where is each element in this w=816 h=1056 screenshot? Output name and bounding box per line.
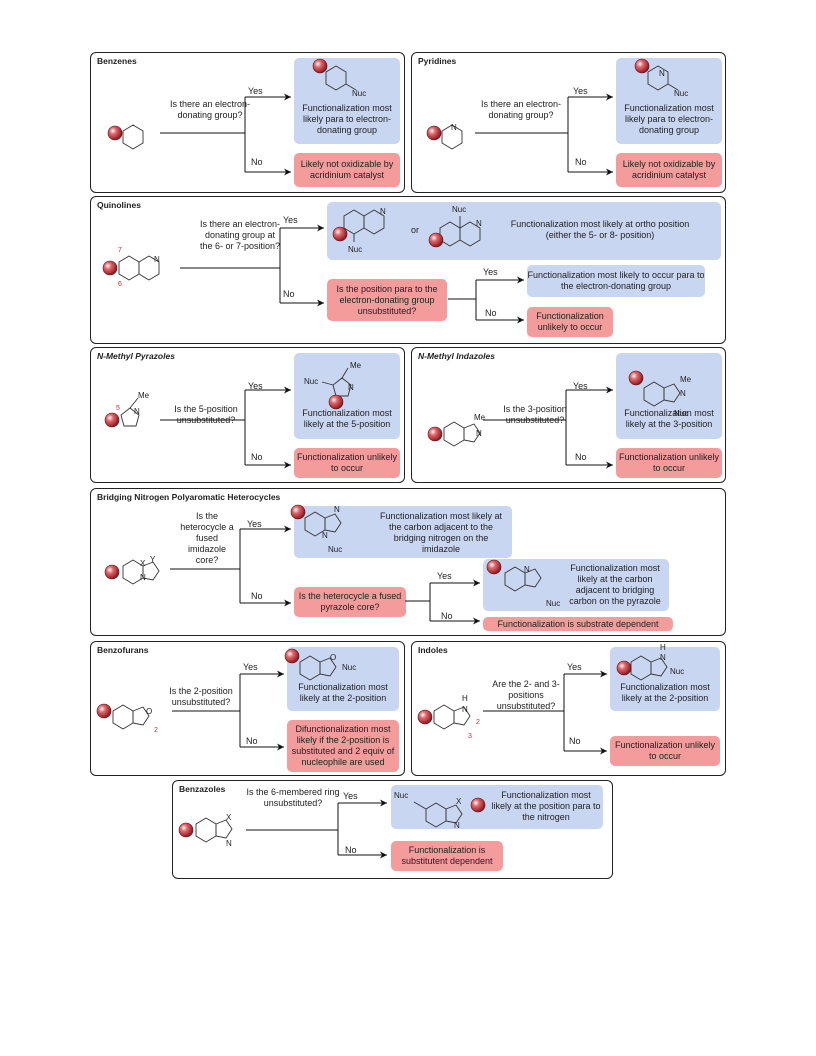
panel-benzenes: Benzenes Is there an electron-donating g… bbox=[90, 52, 405, 193]
panel-indoles: Indoles Are the 2- and 3-positions unsub… bbox=[411, 641, 726, 776]
yes-label: Yes bbox=[567, 662, 582, 672]
decision-question: Is there an electron-donating group at t… bbox=[199, 219, 281, 251]
no-label: No bbox=[251, 157, 263, 167]
yes-label: Yes bbox=[248, 381, 263, 391]
panel-title: N-Methyl Indazoles bbox=[418, 351, 495, 361]
yes-label: Yes bbox=[243, 662, 258, 672]
yes-label: Yes bbox=[283, 215, 298, 225]
yes-result-text: Functionalization most likely at ortho p… bbox=[510, 219, 690, 240]
sub-yes-result-text: Functionalization most likely at the car… bbox=[569, 563, 661, 606]
no-label: No bbox=[345, 845, 357, 855]
yes-result-box bbox=[327, 202, 721, 260]
no-label: No bbox=[246, 736, 258, 746]
yes-result-box bbox=[616, 58, 722, 144]
panel-title: Benzenes bbox=[97, 56, 137, 66]
panel-title: Benzofurans bbox=[97, 645, 149, 655]
yes-label: Yes bbox=[573, 381, 588, 391]
yes-result-text: Functionalization most likely at the 3-p… bbox=[624, 408, 714, 429]
no-question-box: Is the position para to the electron-don… bbox=[327, 279, 447, 321]
or-label: or bbox=[411, 225, 420, 235]
sub-no-result: Functionalization is substrate dependent bbox=[483, 617, 673, 631]
panel-pyridines: Pyridines Is there an electron-donating … bbox=[411, 52, 726, 193]
no-result-box: Functionalization unlikely to occur bbox=[616, 448, 722, 478]
no-label: No bbox=[251, 591, 263, 601]
panel-title: Pyridines bbox=[418, 56, 457, 66]
panel-benzazoles: Benzazoles Is the 6-membered ring unsubs… bbox=[172, 780, 613, 879]
sub-yes-label: Yes bbox=[437, 571, 452, 581]
yes-result-text: Functionalization most likely para to el… bbox=[302, 103, 392, 135]
no-result-box: Difunctionalization most likely if the 2… bbox=[287, 720, 399, 772]
decision-question: Is the 3-position unsubstituted? bbox=[503, 404, 567, 425]
sub-no-label: No bbox=[441, 611, 453, 621]
yes-result-text: Functionalization most likely at the 2-p… bbox=[620, 682, 710, 703]
yes-result-text: Functionalization most likely at the pos… bbox=[491, 790, 601, 822]
decision-question: Are the 2- and 3-positions unsubstituted… bbox=[492, 679, 560, 711]
decision-question: Is there an electron-donating group? bbox=[169, 99, 251, 120]
no-result-box: Functionalization unlikely to occur bbox=[610, 736, 720, 766]
no-label: No bbox=[575, 157, 587, 167]
no-result-box: Likely not oxidizable by acridinium cata… bbox=[616, 153, 722, 187]
no-result-box: Functionalization unlikely to occur bbox=[294, 448, 400, 478]
sub-yes-result: Functionalization most likely to occur p… bbox=[527, 265, 705, 297]
decision-question: Is the heterocycle a fused imidazole cor… bbox=[180, 511, 234, 565]
yes-label: Yes bbox=[248, 86, 263, 96]
panel-quinolines: Quinolines Is there an electron-donating… bbox=[90, 196, 726, 344]
panel-benzofurans: Benzofurans Is the 2-position unsubstitu… bbox=[90, 641, 405, 776]
yes-label: Yes bbox=[343, 791, 358, 801]
sub-no-label: No bbox=[485, 308, 497, 318]
panel-title: Benzazoles bbox=[179, 784, 226, 794]
panel-title: N-Methyl Pyrazoles bbox=[97, 351, 175, 361]
panel-title: Quinolines bbox=[97, 200, 141, 210]
no-label: No bbox=[575, 452, 587, 462]
sub-no-result: Functionalization unlikely to occur bbox=[527, 307, 613, 337]
panel-title: Indoles bbox=[418, 645, 448, 655]
yes-label: Yes bbox=[247, 519, 262, 529]
yes-result-text: Functionalization most likely at the 5-p… bbox=[302, 408, 392, 429]
no-result-box: Functionalization is substitutent depend… bbox=[391, 841, 503, 871]
decision-question: Is there an electron-donating group? bbox=[480, 99, 562, 120]
yes-result-text: Functionalization most likely at the 2-p… bbox=[298, 682, 388, 703]
panel-pyrazoles: N-Methyl Pyrazoles Is the 5-position uns… bbox=[90, 347, 405, 483]
no-question-box: Is the heterocycle a fused pyrazole core… bbox=[294, 587, 406, 617]
yes-result-box bbox=[294, 58, 400, 144]
no-label: No bbox=[569, 736, 581, 746]
no-label: No bbox=[251, 452, 263, 462]
panel-bridging: Bridging Nitrogen Polyaromatic Heterocyc… bbox=[90, 488, 726, 636]
yes-result-text: Functionalization most likely at the car… bbox=[379, 511, 503, 554]
decision-question: Is the 2-position unsubstituted? bbox=[169, 686, 233, 707]
decision-question: Is the 6-membered ring unsubstituted? bbox=[246, 787, 340, 808]
panel-title: Bridging Nitrogen Polyaromatic Heterocyc… bbox=[97, 492, 281, 502]
no-result-box: Likely not oxidizable by acridinium cata… bbox=[294, 153, 400, 187]
panel-indazoles: N-Methyl Indazoles Is the 3-position uns… bbox=[411, 347, 726, 483]
sub-yes-label: Yes bbox=[483, 267, 498, 277]
yes-result-text: Functionalization most likely para to el… bbox=[624, 103, 714, 135]
no-label: No bbox=[283, 289, 295, 299]
yes-label: Yes bbox=[573, 86, 588, 96]
decision-question: Is the 5-position unsubstituted? bbox=[174, 404, 238, 425]
